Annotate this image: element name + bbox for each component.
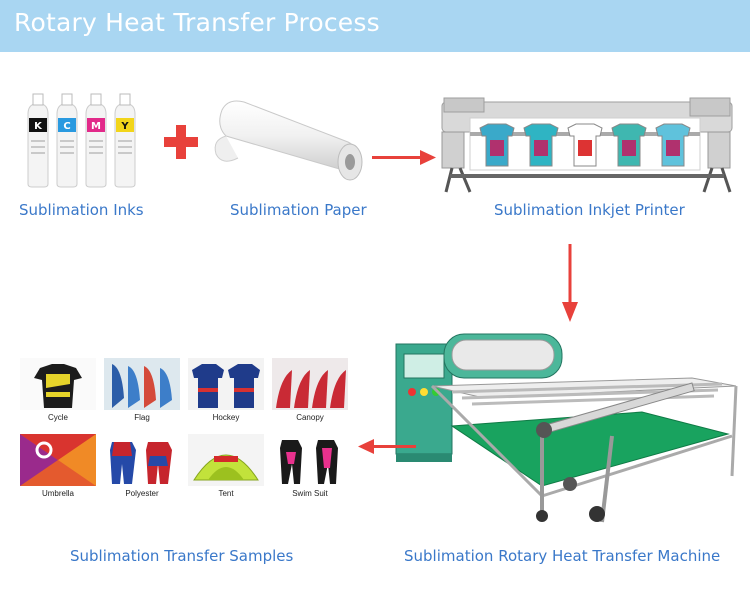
sample-thumb-polyester xyxy=(104,434,180,486)
inks-label: Sublimation Inks xyxy=(19,201,144,219)
samples-label: Sublimation Transfer Samples xyxy=(70,547,294,565)
sample-label-hockey: Hockey xyxy=(212,413,240,422)
sample-label-polyester: Polyester xyxy=(125,489,159,498)
arrow-right-icon xyxy=(372,150,436,166)
ink-letter: C xyxy=(63,121,70,132)
sample-thumb-cycle xyxy=(20,358,96,410)
sample-thumb-hockey xyxy=(188,358,264,410)
ink-letter: K xyxy=(34,121,43,132)
sample-label-tent: Tent xyxy=(218,489,234,498)
rotary-machine-illustration xyxy=(392,326,740,526)
sample-label-canopy: Canopy xyxy=(296,413,324,422)
paper-roll-illustration xyxy=(208,96,366,196)
sample-label-flag: Flag xyxy=(134,413,150,422)
ink-letter: M xyxy=(91,121,101,132)
sample-thumb-swimsuit xyxy=(272,434,348,486)
arrow-left-icon xyxy=(358,439,416,455)
sample-label-swimsuit: Swim Suit xyxy=(292,489,328,498)
ink-letter: Y xyxy=(120,121,129,132)
sample-thumb-umbrella xyxy=(20,434,96,486)
plus-icon xyxy=(163,124,199,160)
sample-thumb-flag xyxy=(104,358,180,410)
page-title: Rotary Heat Transfer Process xyxy=(14,8,380,37)
header-banner: Rotary Heat Transfer Process xyxy=(0,0,750,52)
sample-label-umbrella: Umbrella xyxy=(41,489,74,498)
printer-illustration xyxy=(440,92,734,196)
paper-label: Sublimation Paper xyxy=(230,201,367,219)
machine-label: Sublimation Rotary Heat Transfer Machine xyxy=(404,547,721,565)
printer-label: Sublimation Inkjet Printer xyxy=(494,201,685,219)
sample-thumb-canopy xyxy=(272,358,348,410)
sample-thumb-tent xyxy=(188,434,264,486)
arrow-down-icon xyxy=(562,244,578,322)
sample-label-cycle: Cycle xyxy=(47,413,68,422)
